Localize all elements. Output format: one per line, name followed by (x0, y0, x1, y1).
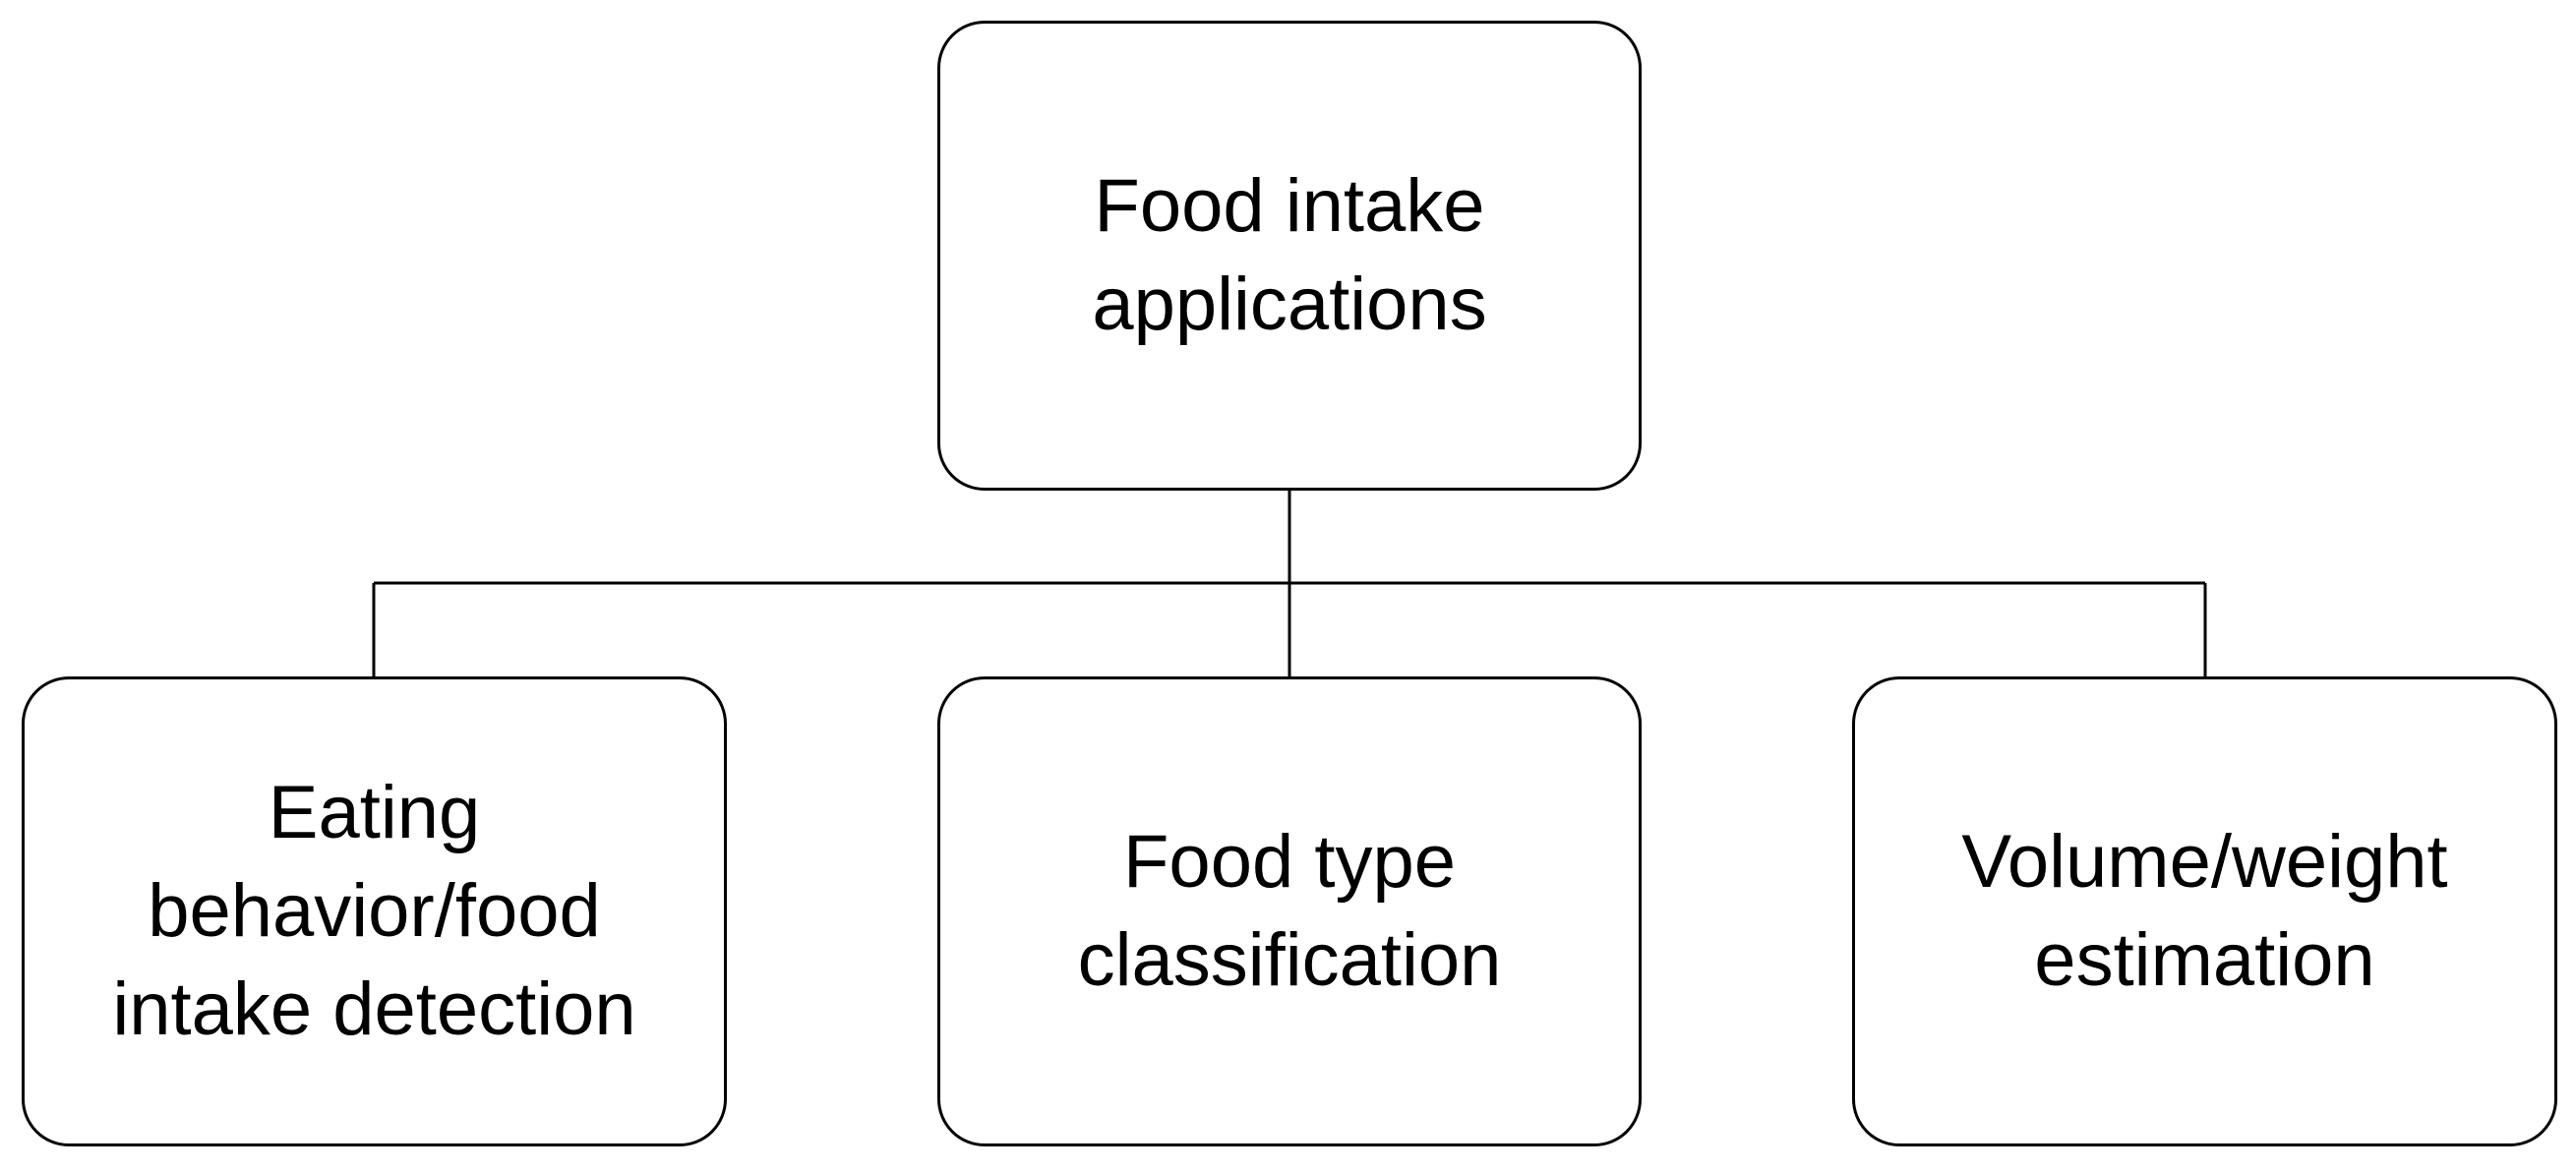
child-node-label-eating-behavior: Eating behavior/food intake detection (112, 771, 636, 1051)
child-node-volume-weight-estimation: Volume/weight estimation (1852, 676, 2557, 1146)
child-node-label-food-type: Food type classification (1077, 820, 1502, 1002)
root-node-food-intake-applications: Food intake applications (937, 21, 1642, 491)
child-node-food-type-classification: Food type classification (937, 676, 1642, 1146)
root-node-label: Food intake applications (1092, 164, 1487, 346)
child-node-label-volume-weight: Volume/weight estimation (1961, 820, 2448, 1002)
child-node-eating-behavior: Eating behavior/food intake detection (22, 676, 727, 1146)
